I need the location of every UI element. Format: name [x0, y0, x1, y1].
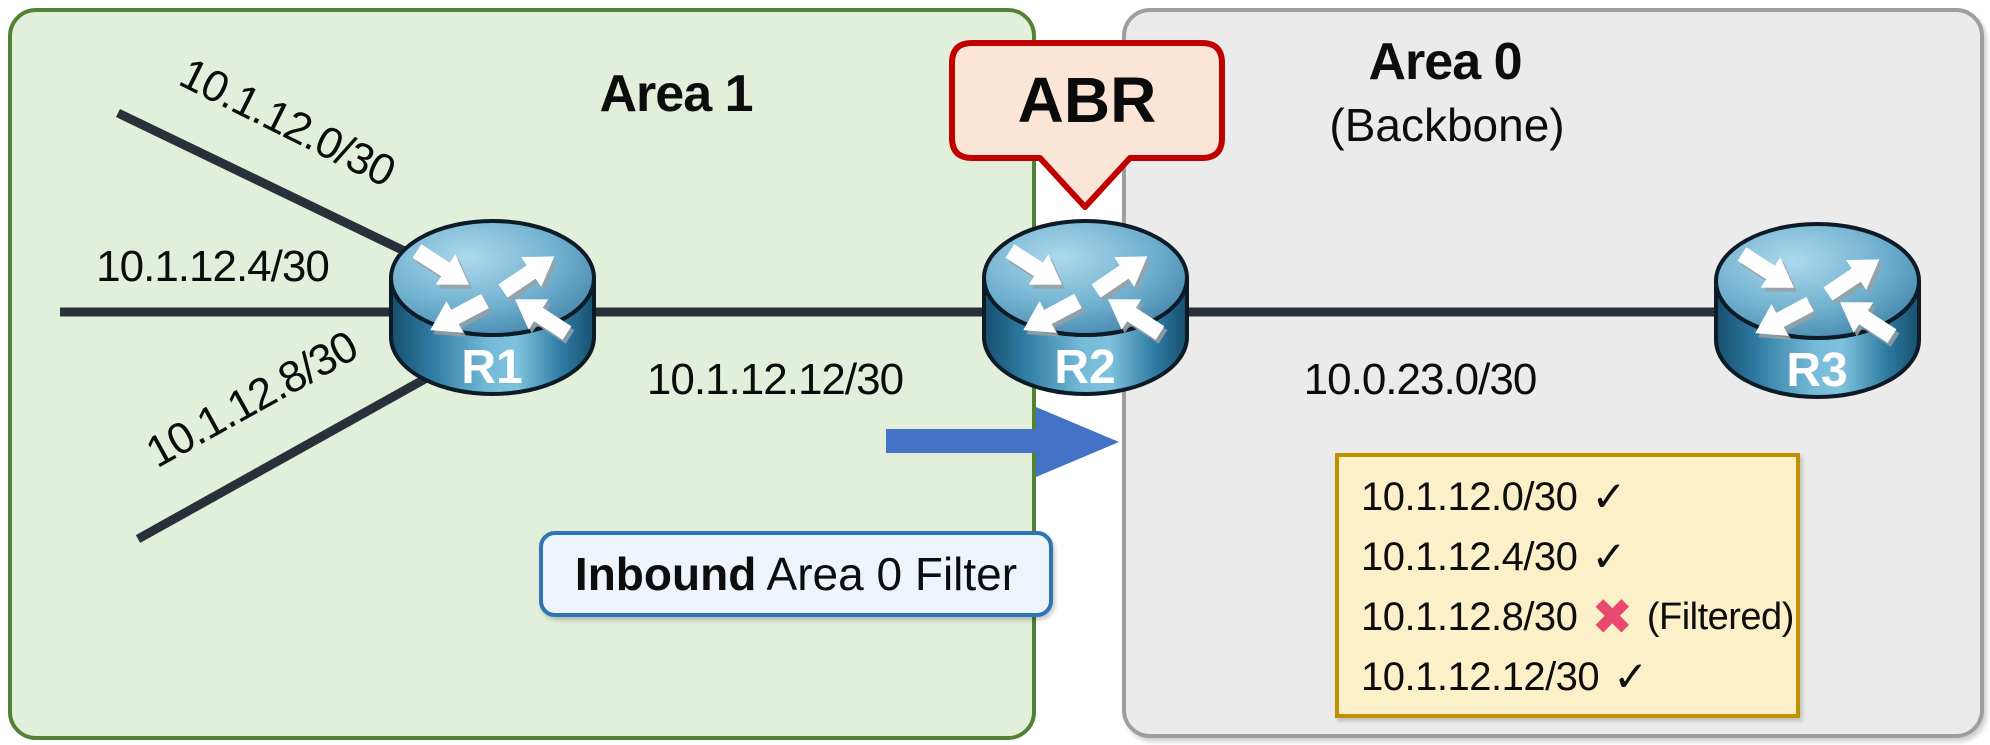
check-icon: ✓: [1613, 652, 1648, 701]
area1-title: Area 1: [599, 65, 754, 123]
link-label-r2-r3: 10.0.23.0/30: [1303, 355, 1538, 404]
router-r2-label: R2: [1054, 341, 1115, 394]
area0-title: Area 0: [1368, 33, 1523, 91]
route-row: 10.1.12.0/30 ✓: [1361, 467, 1796, 527]
cross-icon: ✖: [1591, 588, 1633, 646]
route-note: (Filtered): [1646, 595, 1795, 638]
link-label-r1-r2: 10.1.12.12/30: [646, 355, 904, 404]
inbound-filter-tag: Inbound Area 0 Filter: [539, 531, 1053, 617]
route-list: 10.1.12.0/30 ✓ 10.1.12.4/30 ✓ 10.1.12.8/…: [1335, 453, 1800, 718]
area0-subtitle: (Backbone): [1329, 99, 1565, 151]
route-prefix: 10.1.12.12/30: [1361, 654, 1600, 699]
route-prefix: 10.1.12.4/30: [1361, 534, 1578, 579]
route-row: 10.1.12.12/30 ✓: [1361, 647, 1796, 707]
check-icon: ✓: [1591, 472, 1627, 521]
route-row: 10.1.12.8/30 ✖ (Filtered): [1361, 587, 1796, 647]
route-row: 10.1.12.4/30 ✓: [1361, 527, 1796, 587]
link-label-stub-mid: 10.1.12.4/30: [96, 242, 330, 291]
inbound-filter-tag-rest: Area 0 Filter: [756, 548, 1018, 600]
route-prefix: 10.1.12.0/30: [1361, 474, 1578, 519]
route-prefix: 10.1.12.8/30: [1361, 594, 1578, 639]
check-icon: ✓: [1591, 532, 1627, 581]
inbound-filter-tag-bold: Inbound: [574, 548, 757, 600]
